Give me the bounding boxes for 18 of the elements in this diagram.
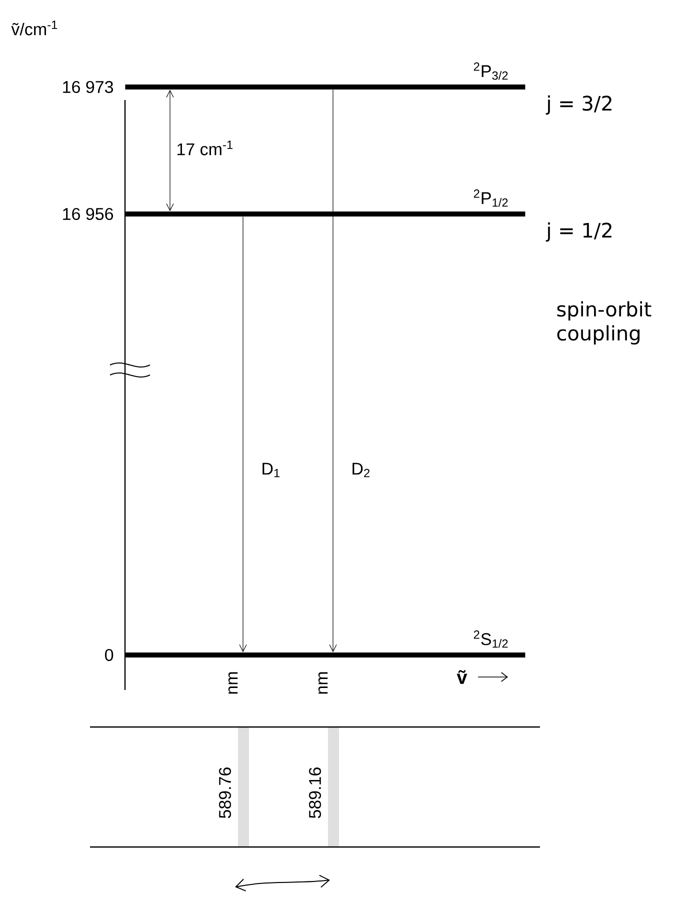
edge-label: D$_{2}$	[352, 462, 370, 478]
handwritten-note: j = 1/2	[546, 222, 612, 242]
axis-label: ṽ/cm$^{-1}$	[11, 20, 58, 36]
energy-value: 16 956	[63, 208, 114, 220]
level-label: $^{2}$P$_{1/2}$	[474, 189, 508, 207]
level-label: $^{2}$P$_{3/2}$	[474, 62, 508, 80]
edge-label: D$_{1}$	[262, 462, 280, 478]
handwritten-note: j = 3/2	[546, 95, 612, 115]
arrow	[329, 89, 337, 652]
level-label: $^{2}$S$_{1/2}$	[474, 630, 508, 648]
energy-value: 16 973	[63, 80, 114, 94]
arrow	[239, 216, 247, 652]
wavelength-value: 589.16	[308, 768, 322, 818]
edge-label: 17 cm$^{-1}$	[178, 140, 232, 156]
wavelength-value: 589.76	[218, 768, 232, 818]
handwritten-note: spin-orbit coupling	[557, 301, 652, 345]
arrow	[166, 90, 174, 212]
energy-value: 0	[105, 648, 114, 662]
